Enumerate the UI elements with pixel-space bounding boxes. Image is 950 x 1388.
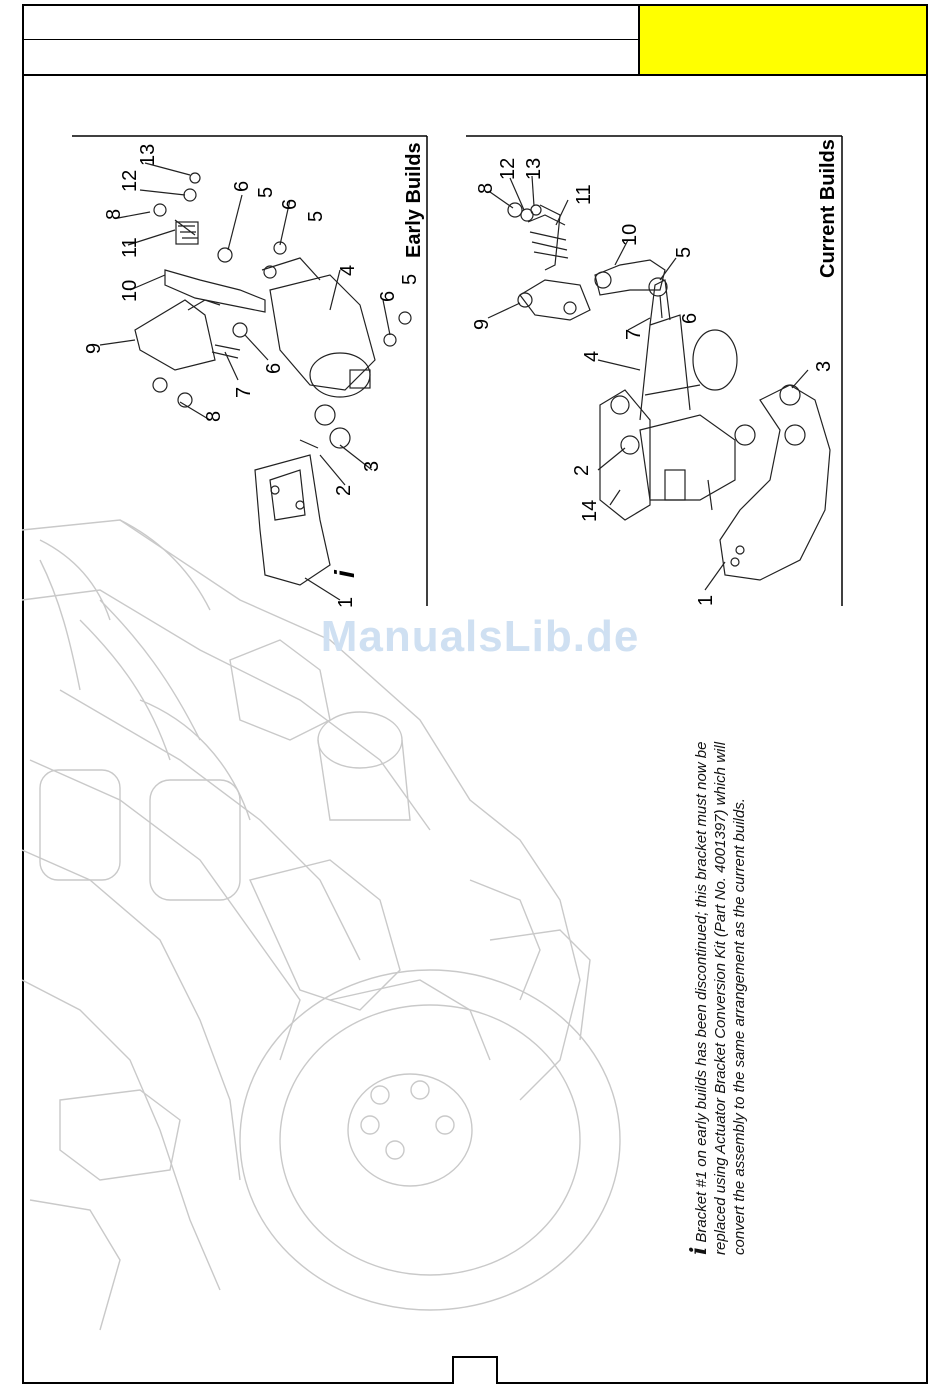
early-callout-6a: 6 xyxy=(231,181,253,192)
bracket-note: iBracket #1 on early builds has been dis… xyxy=(686,695,749,1255)
current-callout-9: 9 xyxy=(471,319,493,330)
page-number-box xyxy=(452,1356,498,1384)
early-callout-8a: 8 xyxy=(103,209,125,220)
current-callout-11: 11 xyxy=(573,184,595,205)
early-callout-5a: 5 xyxy=(255,187,277,198)
current-callout-7: 7 xyxy=(623,329,645,340)
current-callout-12: 12 xyxy=(497,158,519,180)
current-builds-title: Current Builds xyxy=(817,139,839,278)
early-callout-4: 4 xyxy=(337,265,359,276)
current-callout-13: 13 xyxy=(523,158,545,180)
bracket-note-text: Bracket #1 on early builds has been disc… xyxy=(693,741,748,1255)
early-callout-5c: 5 xyxy=(399,274,421,285)
header-title-row-1 xyxy=(22,4,640,40)
early-callout-2: 2 xyxy=(333,485,355,496)
early-callout-6d: 6 xyxy=(377,291,399,302)
current-callout-4: 4 xyxy=(581,351,603,362)
early-callout-5b: 5 xyxy=(305,211,327,222)
header-highlight-box xyxy=(640,6,926,74)
header-title-row-2 xyxy=(22,39,640,76)
current-callout-1: 1 xyxy=(695,595,717,606)
header-rule xyxy=(22,74,928,76)
info-icon: i xyxy=(686,1246,712,1255)
early-builds-title: Early Builds xyxy=(403,142,425,258)
current-callout-8: 8 xyxy=(475,183,497,194)
watermark: ManualsLib.de xyxy=(320,612,640,661)
early-callout-6c: 6 xyxy=(263,363,285,374)
current-callout-10: 10 xyxy=(619,224,641,246)
current-callout-14: 14 xyxy=(579,500,601,522)
early-callout-3: 3 xyxy=(361,461,383,472)
early-callout-9: 9 xyxy=(83,343,105,354)
early-callout-8b: 8 xyxy=(203,411,225,422)
early-callout-7: 7 xyxy=(233,387,255,398)
early-info-icon: i xyxy=(329,569,360,578)
early-callout-10: 10 xyxy=(119,280,141,302)
current-callout-2: 2 xyxy=(571,465,593,476)
early-callout-11: 11 xyxy=(119,237,141,258)
early-callout-12: 12 xyxy=(119,170,141,192)
current-callout-6: 6 xyxy=(679,313,701,324)
early-callout-13: 13 xyxy=(137,144,159,166)
early-callout-6b: 6 xyxy=(279,199,301,210)
current-callout-3: 3 xyxy=(813,361,835,372)
current-callout-5: 5 xyxy=(673,247,695,258)
early-callout-1: 1 xyxy=(335,597,357,608)
